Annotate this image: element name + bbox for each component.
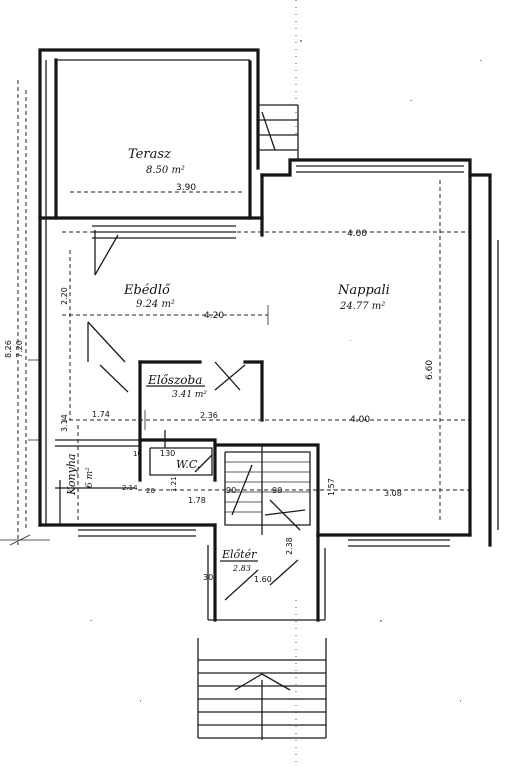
- dim-90b: 90: [272, 486, 282, 495]
- dim-214: 2.14: [122, 484, 138, 492]
- terasz-name: Terasz: [128, 147, 171, 162]
- eloter-area: 2.83: [232, 564, 251, 573]
- dim-314: 3.14: [60, 414, 69, 432]
- dim-130: 130: [160, 449, 175, 458]
- wc-name: W.C.: [176, 458, 200, 471]
- room-labels: Terasz 8.50 m² 3.90 4.00 Ebédlő 9.24 m² …: [65, 147, 435, 584]
- inner-stair: [225, 461, 310, 531]
- dim-400-mid: 4.00: [350, 415, 370, 425]
- dim-826: 8.26: [4, 340, 13, 358]
- konyha-name: Konyha: [65, 454, 78, 497]
- eloter-name: Előtér: [221, 548, 257, 561]
- dim-220: 2.20: [60, 287, 69, 305]
- terasz-dim: 3.90: [176, 183, 196, 193]
- terrace-steps: [258, 104, 299, 160]
- dim-20: 20: [146, 487, 155, 495]
- outer-walls: [38, 48, 499, 738]
- ebedlo-area: 9.24 m²: [136, 299, 175, 310]
- entry-stairs: [198, 659, 326, 740]
- dim-238: 2.38: [285, 537, 294, 555]
- nappali-name: Nappali: [337, 283, 390, 298]
- dim-178: 1.78: [188, 496, 206, 505]
- dim-174: 1.74: [92, 410, 110, 419]
- nappali-area: 24.77 m²: [339, 301, 385, 312]
- door-swings: [59, 230, 299, 601]
- ebedlo-name: Ebédlő: [123, 283, 171, 298]
- konyha-area: 6 m²: [85, 467, 95, 488]
- dim-400-top: 4.00: [347, 229, 367, 239]
- eloszoba-name: Előszoba: [147, 373, 202, 387]
- terasz-area: 8.50 m²: [146, 165, 185, 176]
- dim-236: 2.36: [200, 411, 218, 420]
- dim-157: 1.57: [327, 478, 336, 496]
- dim-308: 3.08: [384, 489, 402, 498]
- scan-noise: [90, 0, 482, 768]
- dim-720: 7.20: [15, 340, 24, 358]
- dim-30: 30: [203, 573, 213, 582]
- dim-121: 1.21: [170, 476, 178, 492]
- ebedlo-dim: 4.20: [204, 311, 224, 321]
- nappali-dim: 6.60: [425, 360, 435, 380]
- eloter-dim: 1.60: [254, 575, 272, 584]
- dimension-labels: 2.20 1.74 2.36 4.00 3.14 130 10 2.14 20 …: [4, 287, 402, 582]
- dimension-lines: [17, 80, 470, 545]
- inner-walls: [0, 60, 320, 546]
- dim-90a: 90: [226, 486, 236, 495]
- dim-10: 10: [133, 450, 142, 458]
- eloszoba-area: 3.41 m²: [172, 390, 207, 400]
